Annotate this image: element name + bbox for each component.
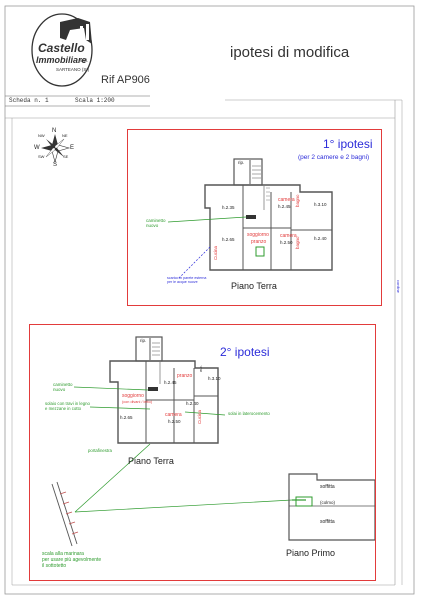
- logo-emblem: [31, 13, 93, 87]
- hyp2-soggiorno: soggiorno: [122, 393, 144, 399]
- hyp1-camera-bottom-h: h.2.50: [280, 240, 293, 245]
- logo-suffix: s.r.l.: [80, 58, 89, 63]
- hyp2-title: 2° ipotesi: [220, 345, 270, 359]
- compass-se: SE: [63, 154, 69, 159]
- hyp1-camera-top: camera: [278, 197, 295, 203]
- compass-s: S: [53, 162, 58, 168]
- ref-code: Rif AP906: [101, 74, 150, 86]
- plan-hyp1: [204, 158, 333, 271]
- hyp1-pranzo: pranzo: [251, 239, 267, 245]
- compass-e: E: [70, 145, 75, 151]
- hyp2-annotation-leaders: [73, 386, 306, 513]
- hyp1-bagno2: bagno: [295, 236, 300, 249]
- hyp2-note-solaio: solaio con travi in legno e mezzane in c…: [45, 401, 90, 411]
- ladder-icon: [51, 481, 79, 547]
- hyp1-bagno1: bagno: [295, 194, 300, 207]
- hyp1-note-caminetto: caminetto nuovo: [146, 218, 166, 229]
- hyp1-subtitle: (per 2 camere e 2 bagni): [298, 154, 370, 161]
- sheet-border: [4, 5, 415, 595]
- hyp1-h-left: h.2.35: [222, 205, 235, 210]
- hyp1-floor-label: Piano Terra: [231, 281, 277, 291]
- hyp2-wc: w.c.: [198, 365, 203, 372]
- hyp2-h-right2: h.2.40: [186, 401, 199, 406]
- side-vertical-note: confine: [396, 280, 401, 293]
- hyp2-frame: [29, 324, 376, 581]
- compass-n: N: [52, 128, 57, 134]
- hyp2-note-solai: solai in laterocemento: [228, 411, 270, 416]
- logo-town: SARTEANO (SI): [56, 67, 90, 72]
- hyp1-cucina: Cucina: [213, 245, 218, 260]
- hyp2-soffitta1: soffitta: [320, 484, 335, 490]
- page-title: ipotesi di modifica: [230, 44, 350, 61]
- hyp2-note-scala: scala alla marinara per usare più agevol…: [42, 551, 102, 569]
- hyp2-pranzo-h: h.2.45: [164, 380, 177, 385]
- hyp1-camera-bottom: camera: [280, 233, 297, 239]
- hyp1-h-right2: h.2.40: [314, 236, 327, 241]
- hyp2-pranzo: pranzo: [177, 373, 193, 379]
- hyp2-rip: rip.: [140, 338, 147, 343]
- scheda-label: Scheda n. 1: [9, 97, 49, 104]
- hyp1-annotation-leaders: [167, 216, 247, 280]
- hyp2-camera: camera: [165, 412, 182, 418]
- logo-name-line1: Castello: [38, 41, 85, 55]
- hyp2-cucina: Cucina: [197, 409, 202, 424]
- hyp1-h-right1: h.3.10: [314, 202, 327, 207]
- hyp2-note-portafinestra: portafinestra: [88, 448, 112, 453]
- hyp1-soggiorno-h: h.2.65: [222, 237, 235, 242]
- compass-w: W: [34, 145, 40, 151]
- compass-ne: NE: [62, 133, 68, 138]
- compass-sw: SW: [38, 154, 45, 159]
- plan-hyp2-ground: [109, 336, 219, 444]
- compass-nw: NW: [38, 133, 45, 138]
- hyp2-floor-first: Piano Primo: [286, 548, 336, 558]
- hyp2-colmo: (colmo): [320, 500, 336, 505]
- hyp1-soggiorno: soggiorno: [247, 232, 269, 238]
- hyp2-h-right1: h.3.10: [208, 376, 221, 381]
- hyp1-note-scarico: scarico in parete esterna per le acque n…: [167, 276, 207, 285]
- scala-label: Scala 1:200: [75, 97, 115, 104]
- hyp2-note-caminetto: caminetto nuovo: [53, 382, 73, 393]
- hyp2-floor-ground: Piano Terra: [128, 456, 174, 466]
- hyp2-soggiorno-sub: (con divani / letto): [122, 400, 152, 404]
- hyp1-rip: rip.: [238, 160, 245, 165]
- hyp2-camera-h: h.2.50: [168, 419, 181, 424]
- hyp2-soggiorno-h: h.2.65: [120, 415, 133, 420]
- compass-rose-icon: [41, 134, 71, 164]
- hyp2-soffitta2: soffitta: [320, 519, 335, 525]
- hyp1-title: 1° ipotesi: [323, 137, 373, 151]
- hyp1-camera-top-h: h.2.45: [278, 204, 291, 209]
- hyp1-frame: [127, 129, 382, 306]
- logo-name-line2: Immobiliare: [36, 55, 87, 65]
